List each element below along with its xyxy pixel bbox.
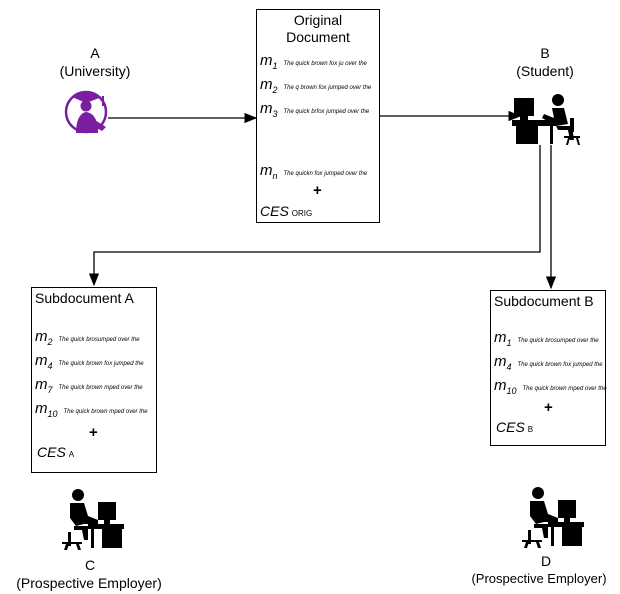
m-symbol: m	[35, 376, 48, 393]
ces-subscript: B	[527, 425, 534, 434]
ces-label: CES	[260, 203, 289, 219]
m-symbol: m	[35, 328, 48, 345]
employer-d-at-computer-icon	[522, 487, 584, 548]
row-text: The quick brfox jumped over the	[283, 109, 370, 115]
m-subscript: 4	[47, 361, 53, 372]
row-text: The quick brown mped over the	[522, 386, 607, 392]
node-d-letter: D	[540, 553, 552, 569]
m-symbol: m	[260, 100, 273, 117]
sub-a-row-4: m10 The quick brown mped over the	[35, 400, 148, 419]
sub-a-row-2: m4 The quick brown fox jumped the	[35, 352, 144, 371]
original-row-3: m3 The quick brfox jumped over the	[260, 100, 369, 119]
ces-subscript: ORIG	[291, 209, 313, 218]
row-text: The quick brosumped over the	[58, 337, 140, 343]
node-a-letter: A	[90, 45, 100, 61]
subdocument-a-title: Subdocument A	[35, 290, 134, 306]
plus-sign: +	[313, 182, 322, 199]
m-subscript: 3	[272, 109, 278, 120]
row-text: The quickn fox jumped over the	[283, 171, 368, 177]
ces-label: CES	[37, 444, 66, 460]
row-text: The quick brosumped over the	[517, 338, 599, 344]
employer-c-at-computer-icon	[62, 489, 124, 550]
row-text: The quick brown fox jumped the	[58, 361, 144, 367]
node-a-role: (University)	[59, 63, 131, 79]
m-symbol: m	[35, 400, 48, 417]
original-title-line1: Original	[293, 12, 343, 28]
m-symbol: m	[494, 377, 507, 394]
m-subscript: 1	[272, 61, 278, 72]
row-text: The quick brown mped over the	[58, 385, 143, 391]
original-row-1: m1 The quick brown fox ju over the	[260, 52, 367, 71]
node-b-letter: B	[540, 45, 550, 61]
m-subscript: 10	[47, 409, 58, 420]
subdocument-b-title: Subdocument B	[494, 293, 594, 309]
graduate-icon	[64, 90, 108, 134]
ces-label: CES	[496, 419, 525, 435]
m-symbol: m	[260, 76, 273, 93]
plus-sign: +	[89, 424, 98, 441]
node-c-role: (Prospective Employer)	[16, 575, 162, 591]
m-symbol: m	[260, 162, 273, 179]
m-subscript: 1	[506, 338, 512, 349]
arrow-b-to-sub-a	[88, 145, 541, 287]
row-text: The q brown fox jumped over the	[283, 85, 372, 91]
sub-b-row-2: m4 The quick brown fox jumped the	[494, 353, 603, 372]
m-subscript: 7	[47, 385, 53, 396]
m-subscript: 2	[47, 337, 53, 348]
sub-b-row-3: m10 The quick brown mped over the	[494, 377, 607, 396]
m-subscript: 10	[506, 386, 517, 397]
row-text: The quick brown fox ju over the	[283, 61, 367, 67]
node-b-role: (Student)	[516, 63, 574, 79]
sub-b-row-1: m1 The quick brosumped over the	[494, 329, 599, 348]
ces-subscript: A	[68, 450, 75, 459]
m-subscript: 4	[506, 362, 512, 373]
m-subscript: n	[272, 171, 278, 182]
node-c-letter: C	[84, 557, 96, 573]
original-row-n: mn The quickn fox jumped over the	[260, 162, 367, 181]
m-symbol: m	[35, 352, 48, 369]
student-at-computer-icon	[512, 94, 580, 145]
plus-sign: +	[544, 399, 553, 416]
original-title-line2: Document	[286, 29, 350, 45]
node-d-role: (Prospective Employer)	[471, 571, 607, 586]
m-symbol: m	[494, 353, 507, 370]
m-subscript: 2	[272, 85, 278, 96]
sub-a-row-1: m2 The quick brosumped over the	[35, 328, 140, 347]
sub-a-row-3: m7 The quick brown mped over the	[35, 376, 143, 395]
original-row-2: m2 The q brown fox jumped over the	[260, 76, 371, 95]
m-symbol: m	[260, 52, 273, 69]
row-text: The quick brown fox jumped the	[517, 362, 603, 368]
row-text: The quick brown mped over the	[63, 409, 148, 415]
m-symbol: m	[494, 329, 507, 346]
